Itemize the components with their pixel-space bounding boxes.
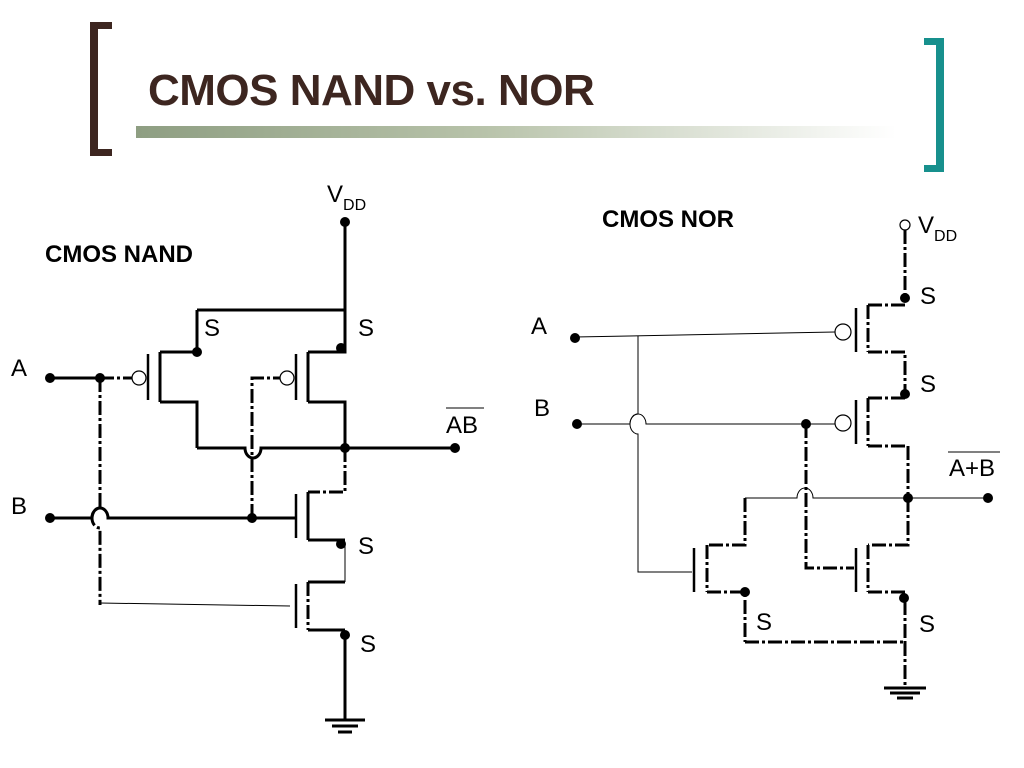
nand-pmos-b-transistor	[279, 310, 347, 448]
nand-source-label-3: S	[358, 533, 374, 560]
nand-nmos-b-transistor	[294, 448, 347, 582]
nand-source-label-1: S	[204, 315, 220, 342]
nor-pmos-a-transistor	[834, 293, 910, 390]
nor-source-label-1: S	[920, 283, 936, 310]
nand-output-terminal	[450, 443, 460, 453]
nand-input-b-label: B	[11, 493, 27, 520]
nand-input-b-to-pmos	[250, 376, 280, 518]
nor-circuit: CMOS NOR VDD S S A+B	[531, 206, 1000, 700]
nand-output-wire	[197, 446, 455, 460]
nor-vdd-label: VDD	[918, 212, 957, 245]
nand-ground-icon	[325, 718, 365, 734]
nand-source-label-4: S	[360, 631, 376, 658]
nor-input-b-label: B	[534, 395, 550, 422]
left-bracket-decoration	[90, 22, 112, 156]
nand-input-a-to-nmos	[99, 602, 291, 607]
nor-input-a-terminal	[570, 333, 580, 343]
nor-output-terminal	[983, 493, 993, 503]
nor-source-label-4: S	[919, 611, 935, 638]
nor-input-b-drop	[804, 424, 854, 570]
nor-vdd-node	[899, 219, 911, 231]
title-underline-rule	[136, 126, 896, 138]
nand-input-b-wire	[50, 506, 296, 520]
nand-output-label: AB	[446, 412, 478, 439]
nor-ground-icon	[884, 686, 926, 700]
nor-input-a-label: A	[531, 313, 547, 340]
nand-heading: CMOS NAND	[45, 241, 193, 268]
nor-heading: CMOS NOR	[602, 206, 734, 233]
nand-input-a-label: A	[11, 355, 27, 382]
nor-input-b-wire	[577, 413, 835, 425]
nand-pmos-a-transistor	[131, 310, 202, 448]
nand-input-a-drop	[90, 378, 102, 605]
nor-output-wire	[745, 487, 988, 499]
nor-source-label-3: S	[756, 609, 772, 636]
slide-title: CMOS NAND vs. NOR	[148, 66, 595, 115]
nor-source-label-2: S	[920, 371, 936, 398]
nand-nmos-a-transistor	[294, 580, 350, 640]
nand-circuit: CMOS NAND VDD S S AB	[11, 181, 484, 734]
nor-nmos-a-transistor	[692, 498, 750, 642]
nor-pmos-b-transistor	[834, 389, 910, 448]
right-bracket-decoration	[924, 38, 944, 172]
nor-input-a-wire	[574, 331, 836, 338]
nor-output-label: A+B	[949, 455, 995, 482]
nor-input-a-drop	[629, 336, 692, 573]
nor-nmos-b-transistor	[854, 498, 910, 642]
nand-source-label-2: S	[358, 315, 374, 342]
nand-vdd-label: VDD	[327, 181, 366, 214]
